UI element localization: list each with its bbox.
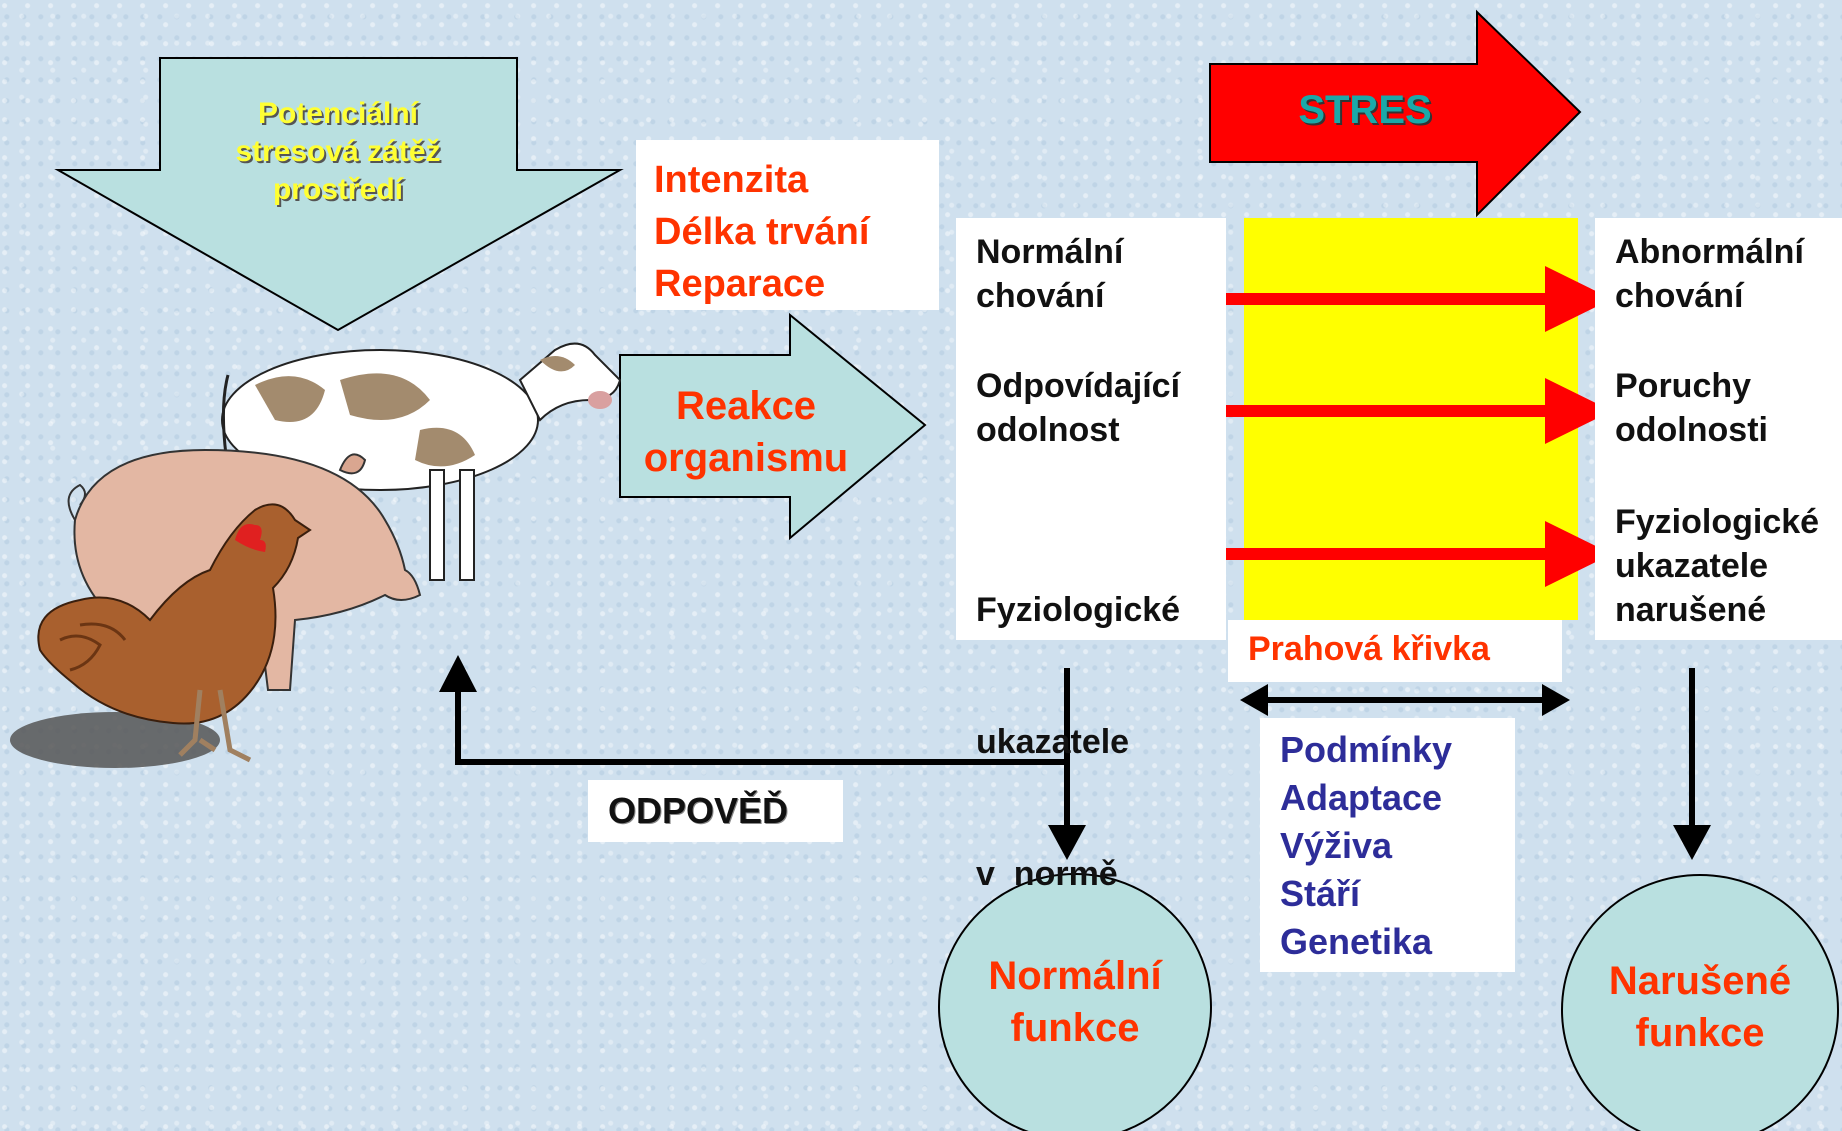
stress-label: STRES (1298, 88, 1432, 132)
hen-icon (10, 503, 312, 768)
factor-duration: Délka trvání (654, 211, 870, 253)
environment-line-3: prostředí (272, 173, 404, 206)
abnormal-behaviour: Abnormální chování (1615, 233, 1804, 315)
abnormal-resistance: Poruchy odolnosti (1615, 367, 1768, 449)
modifier-nutrition: Výživa (1280, 825, 1393, 866)
environment-arrow (54, 57, 624, 332)
environment-arrow-label: Potenciální stresová zátěž prostředí (185, 95, 491, 209)
modifier-genetics: Genetika (1280, 921, 1433, 962)
impaired-function-label: Narušené funkce (1608, 959, 1792, 1055)
normal-resistance: Odpovídající odolnost (976, 367, 1181, 449)
response-label: ODPOVĚĎ (608, 790, 789, 831)
normal-physiology: Fyziologické ukazatele v normě (976, 591, 1181, 893)
transition-arrows (1195, 266, 1612, 587)
reaction-arrow-label: Reakce organismu (626, 380, 866, 484)
environment-line-2: stresová zátěž (235, 135, 441, 168)
impaired-down-arrow (1673, 668, 1711, 860)
modifier-age: Stáří (1280, 873, 1361, 914)
environment-line-1: Potenciální (257, 97, 419, 130)
normal-function-label: Normální funkce (988, 954, 1162, 1050)
factor-reparation: Reparace (654, 263, 826, 305)
normal-behaviour: Normální chování (976, 233, 1124, 315)
factor-intensity: Intenzita (654, 159, 809, 201)
response-box: ODPOVĚĎ (588, 780, 843, 842)
abnormal-states-box: Abnormální chování Poruchy odolnosti Fyz… (1595, 218, 1842, 640)
threshold-label: Prahová křivka (1248, 630, 1490, 668)
modifiers-box: Podmínky Adaptace Výživa Stáří Genetika (1260, 718, 1515, 972)
threshold-label-box: Prahová křivka (1228, 620, 1562, 682)
modifier-adaptation: Adaptace (1280, 777, 1443, 818)
reaction-arrow (619, 312, 927, 541)
normal-states-box: Normální chování Odpovídající odolnost F… (956, 218, 1226, 893)
threshold-range-arrow (1240, 684, 1570, 716)
cow-icon (221, 342, 622, 581)
normal-function-circle (938, 873, 1212, 1131)
response-feedback-arrow (439, 655, 1067, 765)
modifier-conditions: Podmínky (1280, 729, 1453, 770)
stress-arrow (1209, 9, 1582, 218)
stress-factors-box: Intenzita Délka trvání Reparace (636, 140, 939, 310)
reaction-line-2: organismu (643, 436, 849, 480)
impaired-function-circle (1561, 874, 1839, 1131)
normal-down-arrow (1048, 668, 1086, 860)
abnormal-physiology: Fyziologické ukazatele narušené (1615, 503, 1820, 629)
reaction-line-1: Reakce (675, 384, 817, 428)
